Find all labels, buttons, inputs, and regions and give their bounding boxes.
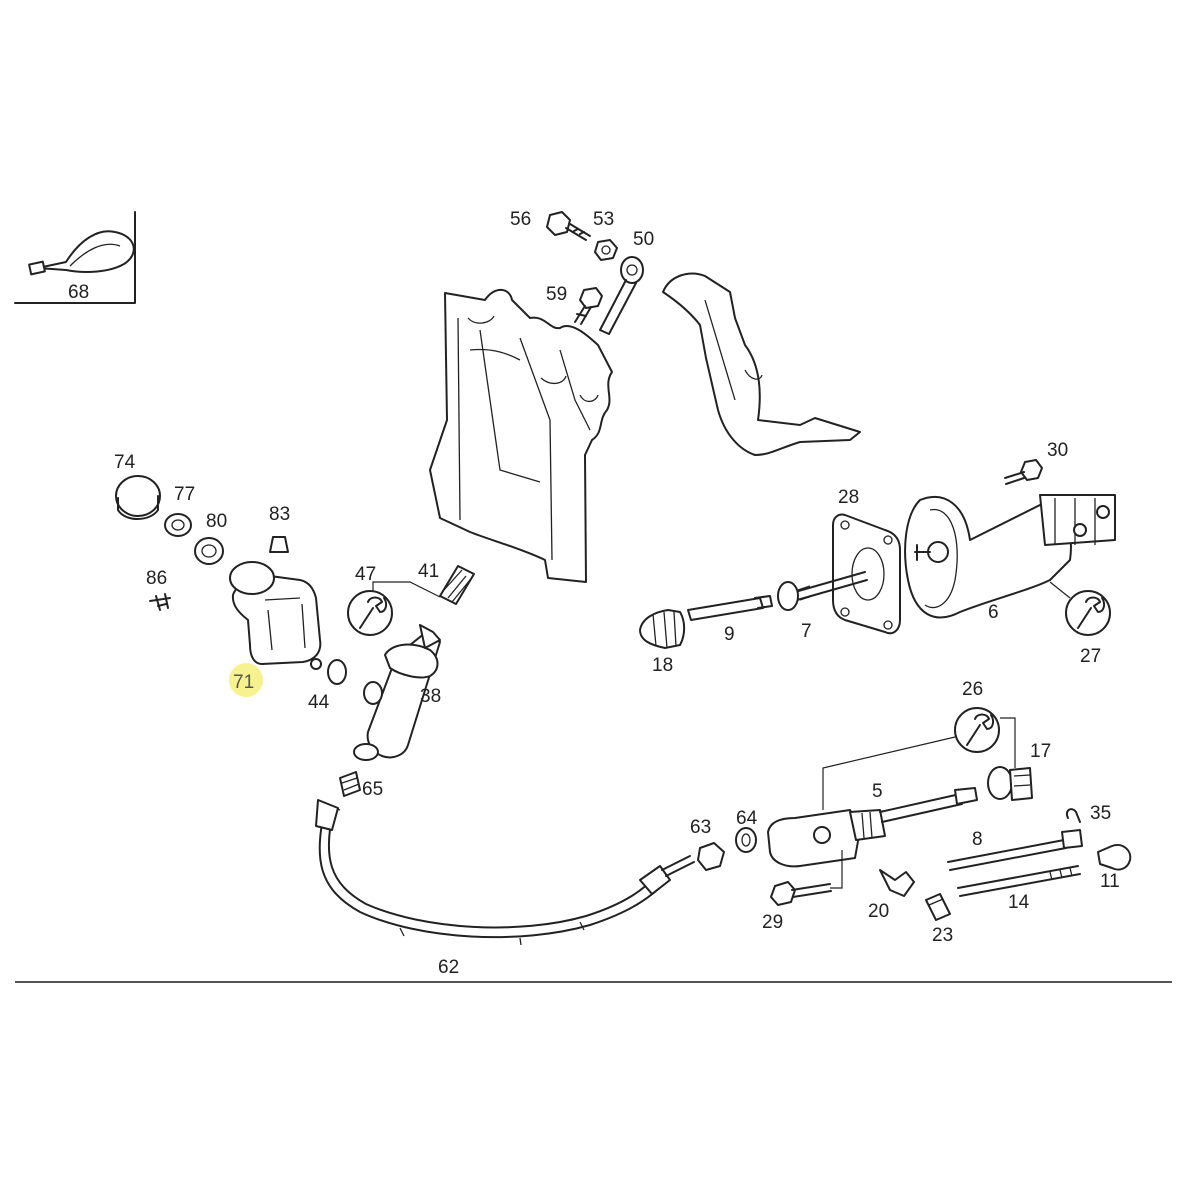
callout-44: 44 [308, 692, 330, 713]
reservoir-cap-74 [115, 475, 161, 520]
callout-64: 64 [736, 808, 758, 829]
callout-50: 50 [633, 229, 654, 250]
hose-connector-41 [439, 565, 475, 605]
callout-68: 68 [68, 282, 89, 303]
hydraulic-hose-62 [315, 799, 695, 946]
callout-56: 56 [510, 209, 531, 230]
callout-28: 28 [838, 487, 859, 508]
callout-14: 14 [1008, 892, 1030, 913]
callout-65: 65 [362, 779, 383, 800]
washer-64 [735, 827, 757, 853]
callout-83: 83 [269, 504, 290, 525]
plug-83 [269, 536, 289, 553]
washer-77 [164, 513, 192, 537]
callout-74: 74 [114, 452, 136, 473]
rod-14 [957, 865, 1081, 897]
grommet-80 [194, 537, 224, 565]
pedal-bracket [429, 288, 613, 583]
fitting-44 [327, 659, 347, 685]
callout-77: 77 [174, 484, 195, 505]
callout-59: 59 [546, 284, 567, 305]
callout-80: 80 [206, 511, 227, 532]
callout-53: 53 [593, 209, 614, 230]
bolt-30 [1004, 459, 1043, 485]
callout-18: 18 [652, 655, 673, 676]
dust-boot-18 [639, 609, 686, 649]
inset-cable-tie [14, 211, 136, 304]
callout-20: 20 [868, 901, 889, 922]
callout-62: 62 [438, 957, 459, 978]
callout-8: 8 [972, 829, 983, 850]
fitting-65 [339, 771, 361, 797]
pin-9 [687, 595, 773, 621]
pushrod-50 [599, 256, 644, 335]
nut-53 [594, 239, 618, 261]
callout-9: 9 [724, 624, 735, 645]
cap-11 [1097, 844, 1132, 871]
fitting-63 [697, 842, 725, 871]
callout-71: 71 [233, 672, 254, 693]
callout-5: 5 [872, 781, 883, 802]
callout-6: 6 [988, 602, 999, 623]
master-cylinder-38 [353, 624, 441, 761]
fluid-reservoir-71 [229, 561, 322, 670]
callout-30: 30 [1047, 440, 1068, 461]
dust-cap-23 [925, 893, 951, 921]
pin-35 [1066, 808, 1081, 823]
callout-63: 63 [690, 817, 711, 838]
rod-8 [947, 829, 1083, 871]
callout-23: 23 [932, 925, 953, 946]
callout-7: 7 [801, 621, 812, 642]
callout-41: 41 [418, 561, 439, 582]
gasket-plate-28 [832, 513, 901, 635]
bolt-29 [770, 850, 843, 906]
torque-spec-wrench-26 [822, 707, 1016, 810]
callout-11: 11 [1100, 871, 1120, 892]
callout-27: 27 [1080, 646, 1101, 667]
pushrod-7 [777, 571, 868, 611]
booster-unit-6 [904, 494, 1116, 619]
callout-17: 17 [1030, 741, 1051, 762]
callout-86: 86 [146, 568, 167, 589]
clutch-pedal [662, 272, 861, 456]
bolt-56 [546, 211, 591, 241]
callout-35: 35 [1090, 803, 1111, 824]
bleed-screw-20 [879, 869, 915, 897]
torque-spec-wrench-27 [1049, 581, 1111, 636]
torque-spec-wrench-47 [347, 581, 441, 636]
callout-71-highlight [229, 663, 263, 697]
callout-47: 47 [355, 564, 376, 585]
callout-38: 38 [420, 686, 441, 707]
slave-cylinder-5 [767, 787, 978, 868]
callout-26: 26 [962, 679, 983, 700]
valve-17 [987, 766, 1033, 801]
callout-29: 29 [762, 912, 783, 933]
bolt-59 [574, 287, 603, 325]
clip-86 [149, 593, 171, 611]
